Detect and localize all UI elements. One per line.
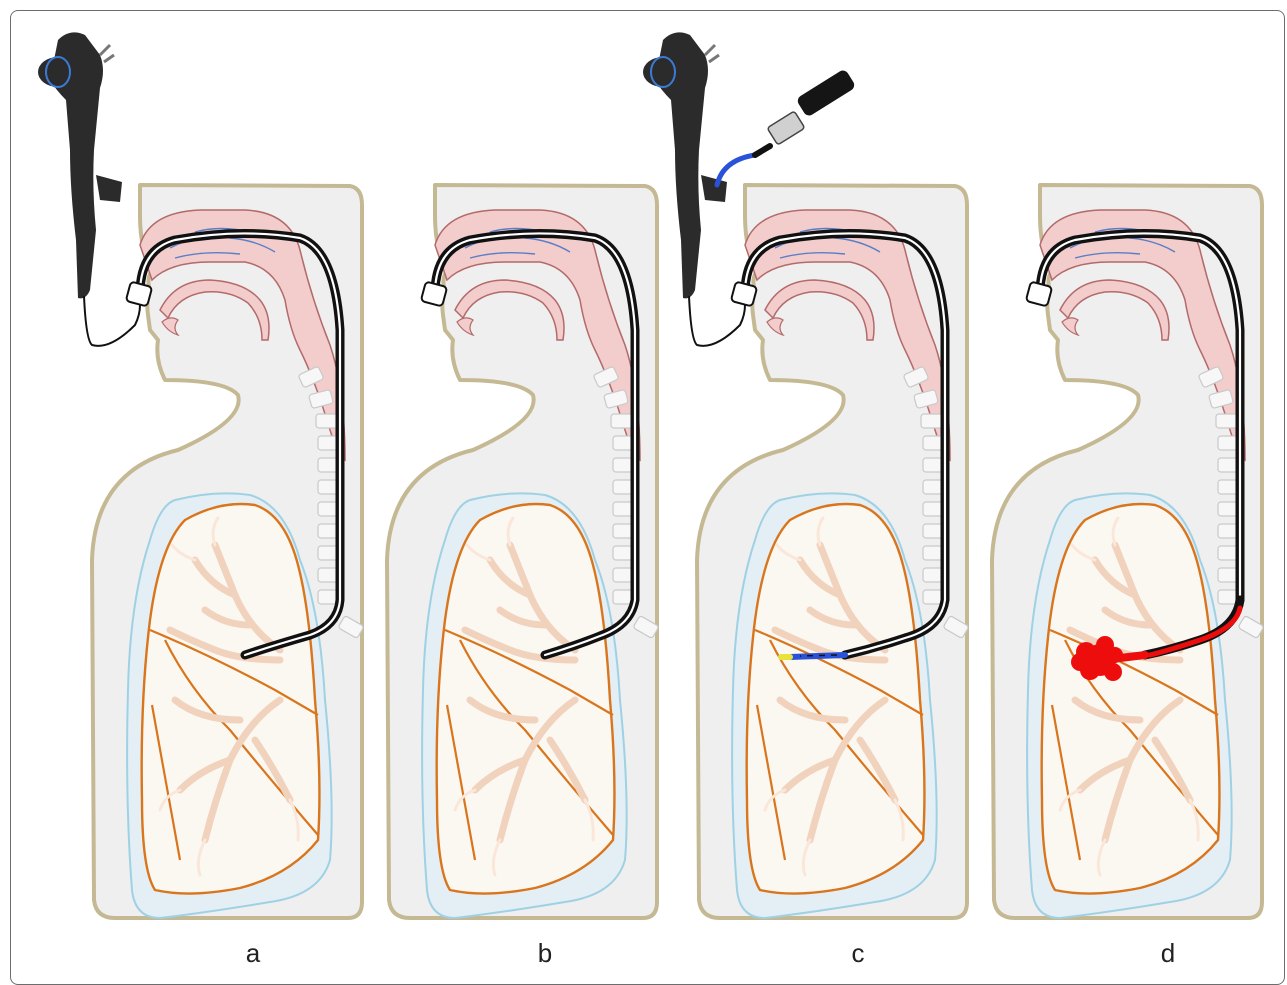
bronchoscope-handle-a — [38, 32, 140, 345]
panel-label-d: d — [1148, 938, 1188, 969]
panel-label-a: a — [233, 938, 273, 969]
panel-a — [38, 32, 364, 918]
panel-d — [992, 185, 1264, 918]
panel-c — [643, 32, 969, 918]
panel-label-c: c — [838, 938, 878, 969]
panel-b — [387, 185, 659, 918]
panel-label-b: b — [525, 938, 565, 969]
